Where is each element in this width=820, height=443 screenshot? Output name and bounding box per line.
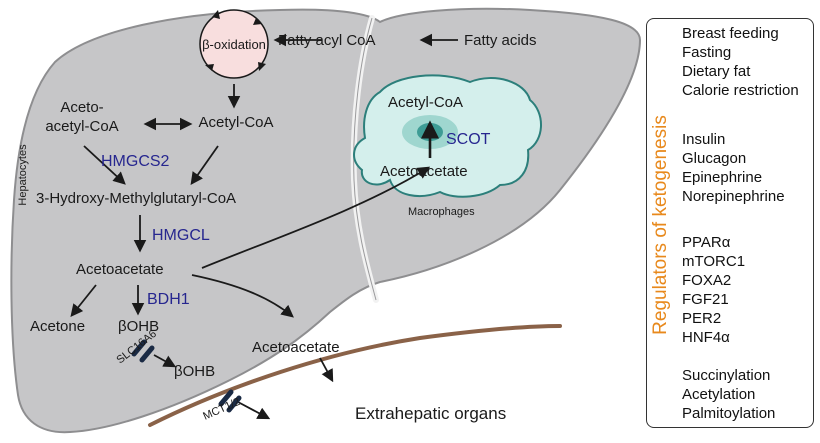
pathway-arrows (70, 33, 458, 420)
regulator-item: Breast feeding (682, 25, 779, 42)
blood-vessel (148, 324, 562, 427)
slc16a6-transporter (131, 339, 155, 363)
regulators-title: Regulators of ketogenesis (650, 80, 672, 370)
regulators-group-hormonal: Insulin Glucagon Epinephrine Norepinephr… (682, 130, 785, 206)
macrophages-label: Macrophages (408, 206, 475, 218)
regulator-item: Norepinephrine (682, 188, 785, 205)
regulator-item: FGF21 (682, 291, 729, 308)
regulators-title-text: Regulators of ketogenesis (650, 115, 671, 335)
regulator-item: Epinephrine (682, 169, 763, 186)
regulator-item: HNF4α (682, 329, 730, 346)
hepatocytes-label: Hepatocytes (17, 144, 29, 206)
hmgcl-enzyme-label: HMGCL (152, 227, 210, 244)
beta-oxidation-label: β-oxidation (202, 37, 266, 52)
regulators-panel (646, 18, 814, 428)
regulator-item: Fasting (682, 44, 732, 61)
regulator-item: Dietary fat (682, 63, 751, 80)
regulator-item: Calorie restriction (682, 82, 799, 99)
acetoacetyl-coa-label-line1: Aceto- (60, 99, 103, 116)
acetoacetyl-coa-label-line2: acetyl-CoA (45, 118, 118, 135)
regulator-item: FOXA2 (682, 272, 732, 289)
acetyl-coa-label: Acetyl-CoA (198, 114, 273, 131)
extrahepatic-organs-label: Extrahepatic organs (355, 404, 506, 423)
regulator-item: PER2 (682, 310, 722, 327)
regulator-item: Insulin (682, 131, 726, 148)
regulator-item: Glucagon (682, 150, 747, 167)
hmgcs2-enzyme-label: HMGCS2 (101, 153, 170, 170)
acetone-label: Acetone (30, 318, 85, 335)
beta-oxidation-cycle (199, 9, 269, 79)
bdh1-enzyme-label: BDH1 (147, 291, 190, 308)
regulator-item: Succinylation (682, 367, 771, 384)
macrophage-acetyl-coa-label: Acetyl-CoA (388, 94, 463, 111)
fatty-acyl-coa-label: Fatty acyl CoA (278, 32, 376, 49)
regulators-group-nutritional: Breast feeding Fasting Dietary fat Calor… (682, 24, 799, 100)
regulators-group-posttranslational: Succinylation Acetylation Palmitoylation (682, 366, 775, 423)
scot-enzyme-label: SCOT (446, 131, 491, 148)
acetoacetate-blood-label: Acetoacetate (252, 339, 340, 356)
regulator-item: mTORC1 (682, 253, 746, 270)
regulator-item: PPARα (682, 234, 731, 251)
fatty-acids-label: Fatty acids (464, 32, 537, 49)
acetoacetate-label: Acetoacetate (76, 261, 164, 278)
regulators-group-transcriptional: PPARα mTORC1 FOXA2 FGF21 PER2 HNF4α (682, 233, 745, 347)
mct12-transporter (218, 389, 242, 413)
regulator-item: Acetylation (682, 386, 756, 403)
hmg-coa-label: 3-Hydroxy-Methylglutaryl-CoA (36, 190, 236, 207)
bohb-liver-label: βOHB (118, 318, 159, 335)
regulator-item: Palmitoylation (682, 405, 776, 422)
bohb-blood-label: βOHB (174, 363, 215, 380)
macrophage-acetoacetate-label: Acetoacetate (380, 163, 468, 180)
